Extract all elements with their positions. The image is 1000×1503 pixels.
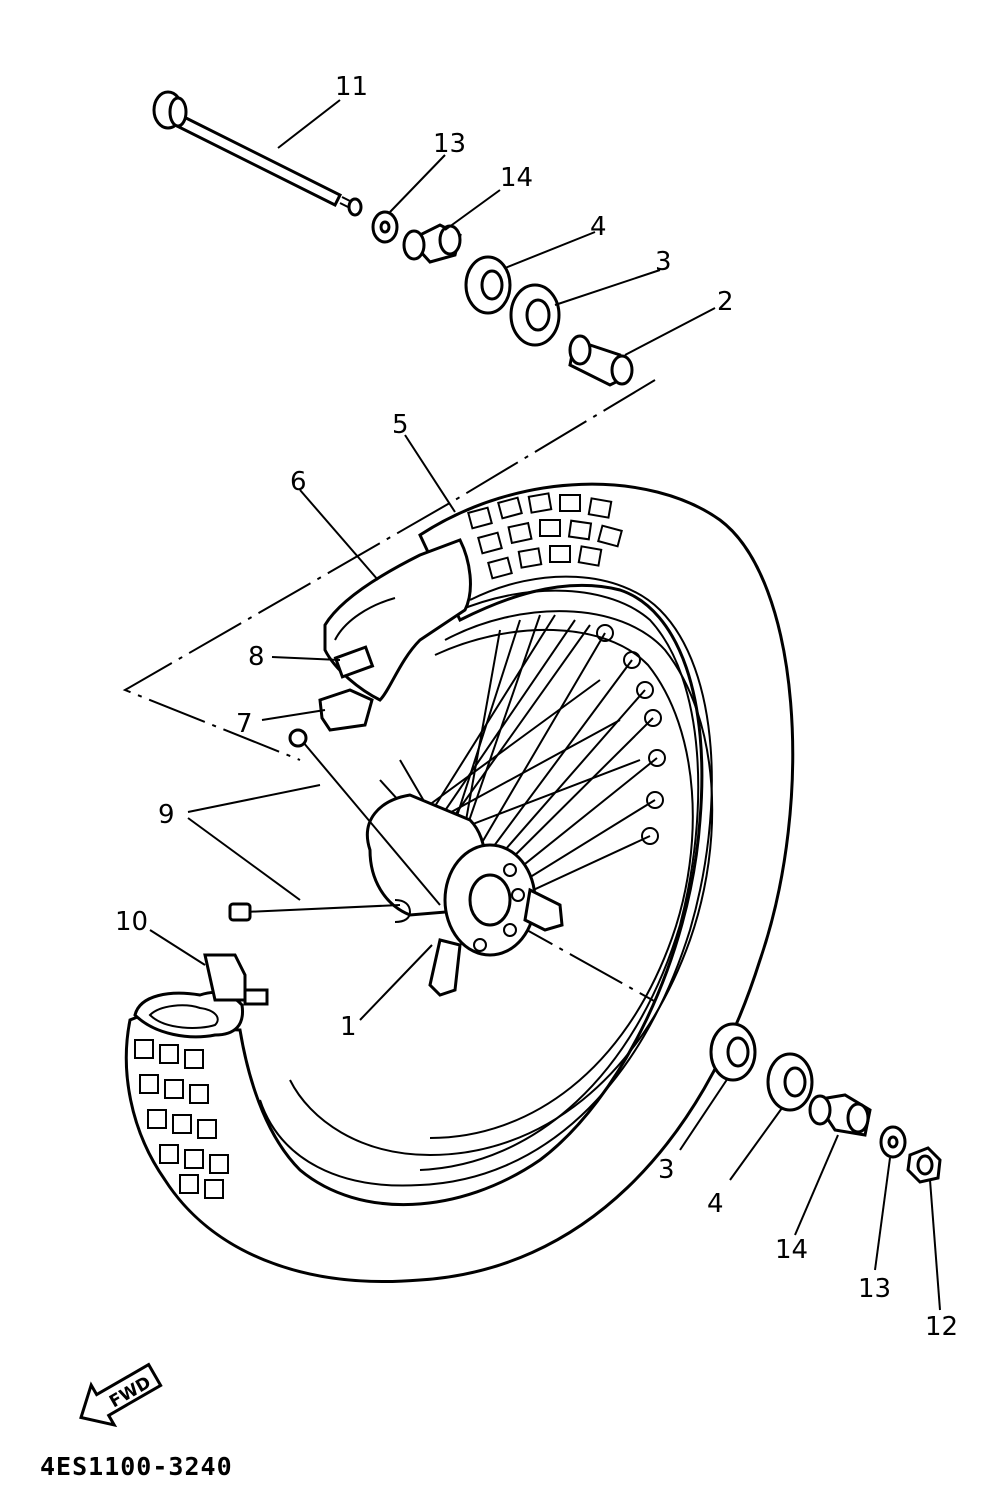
callout-8: 8 <box>248 642 265 672</box>
callout-5: 5 <box>392 410 409 440</box>
callout-13-upper: 13 <box>433 129 466 159</box>
loose-spokes <box>228 728 441 923</box>
inner-tube <box>318 538 472 732</box>
spacer-2 <box>568 334 634 387</box>
bearing-4-upper <box>464 255 512 315</box>
drawing-code: 4ES1100-3240 <box>40 1452 233 1481</box>
callouts: 11 13 14 4 3 2 5 6 8 7 9 10 1 3 4 14 13 … <box>115 72 958 1342</box>
callout-3-lower: 3 <box>658 1155 675 1185</box>
washer-13-lower <box>879 1125 907 1159</box>
bearing-3-lower <box>709 1022 757 1082</box>
callout-14-lower: 14 <box>775 1235 808 1265</box>
callout-14-upper: 14 <box>500 163 533 193</box>
callout-12: 12 <box>925 1312 958 1342</box>
bearing-3-upper <box>509 283 561 347</box>
callout-7: 7 <box>236 709 253 739</box>
fwd-arrow: FWD <box>79 1362 163 1428</box>
rim-band <box>318 688 374 732</box>
callout-4-upper: 4 <box>590 212 607 242</box>
leader-lines <box>149 99 941 1311</box>
valve-nut <box>333 645 375 679</box>
axle-nut-12 <box>906 1146 942 1184</box>
bearing-4-lower <box>766 1052 814 1112</box>
axle <box>152 90 363 217</box>
callout-1: 1 <box>340 1012 357 1042</box>
callout-2: 2 <box>717 287 734 317</box>
callout-10: 10 <box>115 907 148 937</box>
tire-flap <box>133 953 269 1039</box>
assembly-line-axle <box>122 379 656 761</box>
callout-4-lower: 4 <box>707 1189 724 1219</box>
callout-11: 11 <box>335 72 368 102</box>
collar-14-lower <box>808 1093 872 1137</box>
spoke-nipples <box>596 624 666 845</box>
callout-9: 9 <box>158 800 175 830</box>
callout-13-lower: 13 <box>858 1274 891 1304</box>
rim <box>289 610 714 1157</box>
washer-13-upper <box>371 210 399 244</box>
collar-14-upper <box>402 223 462 264</box>
tread-blocks-bottom <box>134 1039 229 1199</box>
hub <box>365 793 564 997</box>
callout-6: 6 <box>290 467 307 497</box>
tread-blocks-top <box>467 492 623 580</box>
callout-3-upper: 3 <box>655 247 672 277</box>
